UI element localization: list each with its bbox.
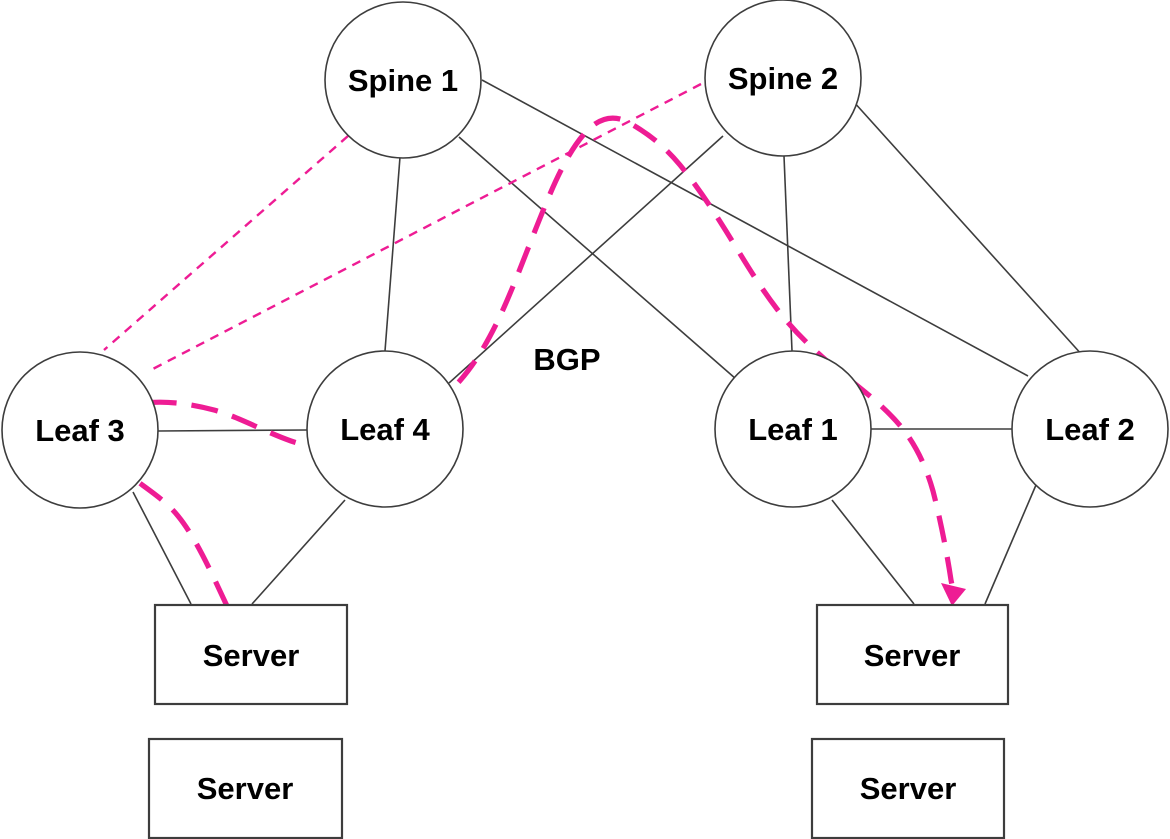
server-right-bottom-label: Server [860, 771, 957, 806]
node-leaf-3 [1, 351, 159, 509]
leaf-3-label: Leaf 3 [35, 413, 125, 448]
node-server-right-top [815, 603, 1010, 706]
node-server-right-bottom [810, 737, 1006, 839]
link-spine2-leaf4 [448, 135, 724, 384]
solid-links [132, 79, 1084, 605]
bgp-route-arrowhead [941, 583, 966, 606]
link-spine2-leaf3-dashed [148, 82, 702, 373]
node-leaf-4 [306, 350, 464, 508]
leaf-4-label: Leaf 4 [340, 412, 430, 447]
bgp-annotation-label: BGP [533, 342, 600, 377]
link-spine2-leaf2 [852, 100, 1084, 357]
spine-1-label: Spine 1 [348, 63, 458, 98]
link-leaf1-server-right [831, 499, 915, 605]
link-spine2-leaf1 [783, 155, 793, 352]
link-spine1-leaf1 [458, 136, 737, 380]
node-leaf-1 [714, 350, 872, 508]
link-spine1-leaf4 [384, 156, 401, 352]
server-right-top-label: Server [864, 638, 961, 673]
node-server-left-top [153, 603, 349, 706]
link-leaf4-server-left [251, 499, 346, 605]
spine-2-label: Spine 2 [728, 61, 838, 96]
bgp-route-group [90, 115, 966, 608]
node-leaf-2 [1011, 350, 1169, 508]
node-spine-2 [704, 0, 862, 157]
link-leaf2-server-right [984, 484, 1037, 605]
server-left-bottom-label: Server [197, 771, 294, 806]
link-spine1-leaf3-dashed [103, 135, 349, 351]
server-left-top-label: Server [203, 638, 300, 673]
leaf-2-label: Leaf 2 [1045, 412, 1135, 447]
link-leaf3-server-left [132, 491, 192, 605]
node-server-left-bottom [147, 737, 344, 839]
dashed-highlight-links [103, 82, 702, 373]
link-spine1-leaf2 [481, 79, 1029, 377]
labels: Spine 1 Spine 2 Leaf 3 Leaf 4 Leaf 1 Lea… [35, 61, 1135, 806]
link-leaf3-leaf4 [157, 429, 309, 432]
leaf-1-label: Leaf 1 [748, 412, 838, 447]
node-spine-1 [324, 1, 482, 159]
